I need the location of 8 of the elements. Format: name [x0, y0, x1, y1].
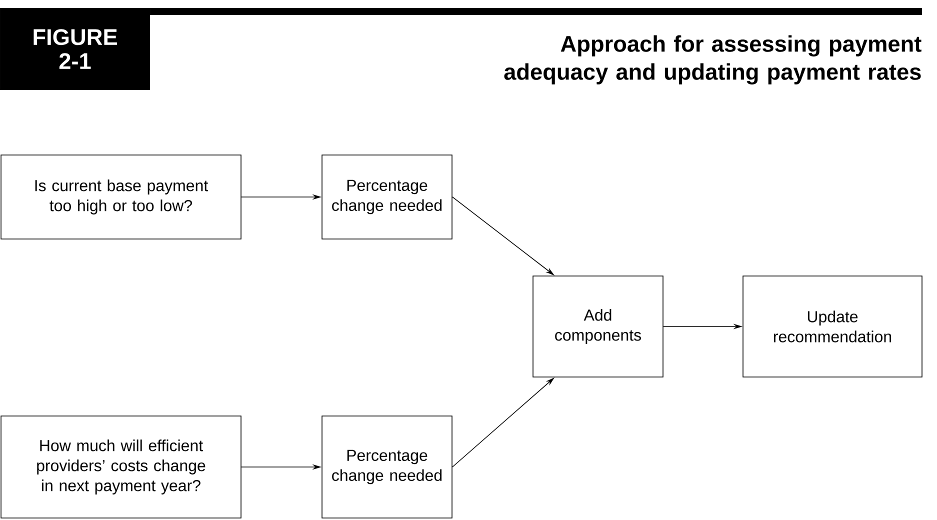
process-box: Update recommendation	[742, 276, 922, 378]
process-box: Add components	[532, 276, 664, 378]
process-box: How much will efficient providers’ costs change in next payment year?	[0, 416, 242, 518]
process-box: Percentage change needed	[322, 154, 452, 240]
figure-number-block: FIGURE 2-1	[0, 8, 150, 90]
process-box: Percentage change needed	[322, 416, 452, 518]
title: Approach for assessing payment adequacy and updating payment rates	[504, 35, 922, 84]
process-box: Is current base payment too high or too low?	[0, 154, 242, 240]
